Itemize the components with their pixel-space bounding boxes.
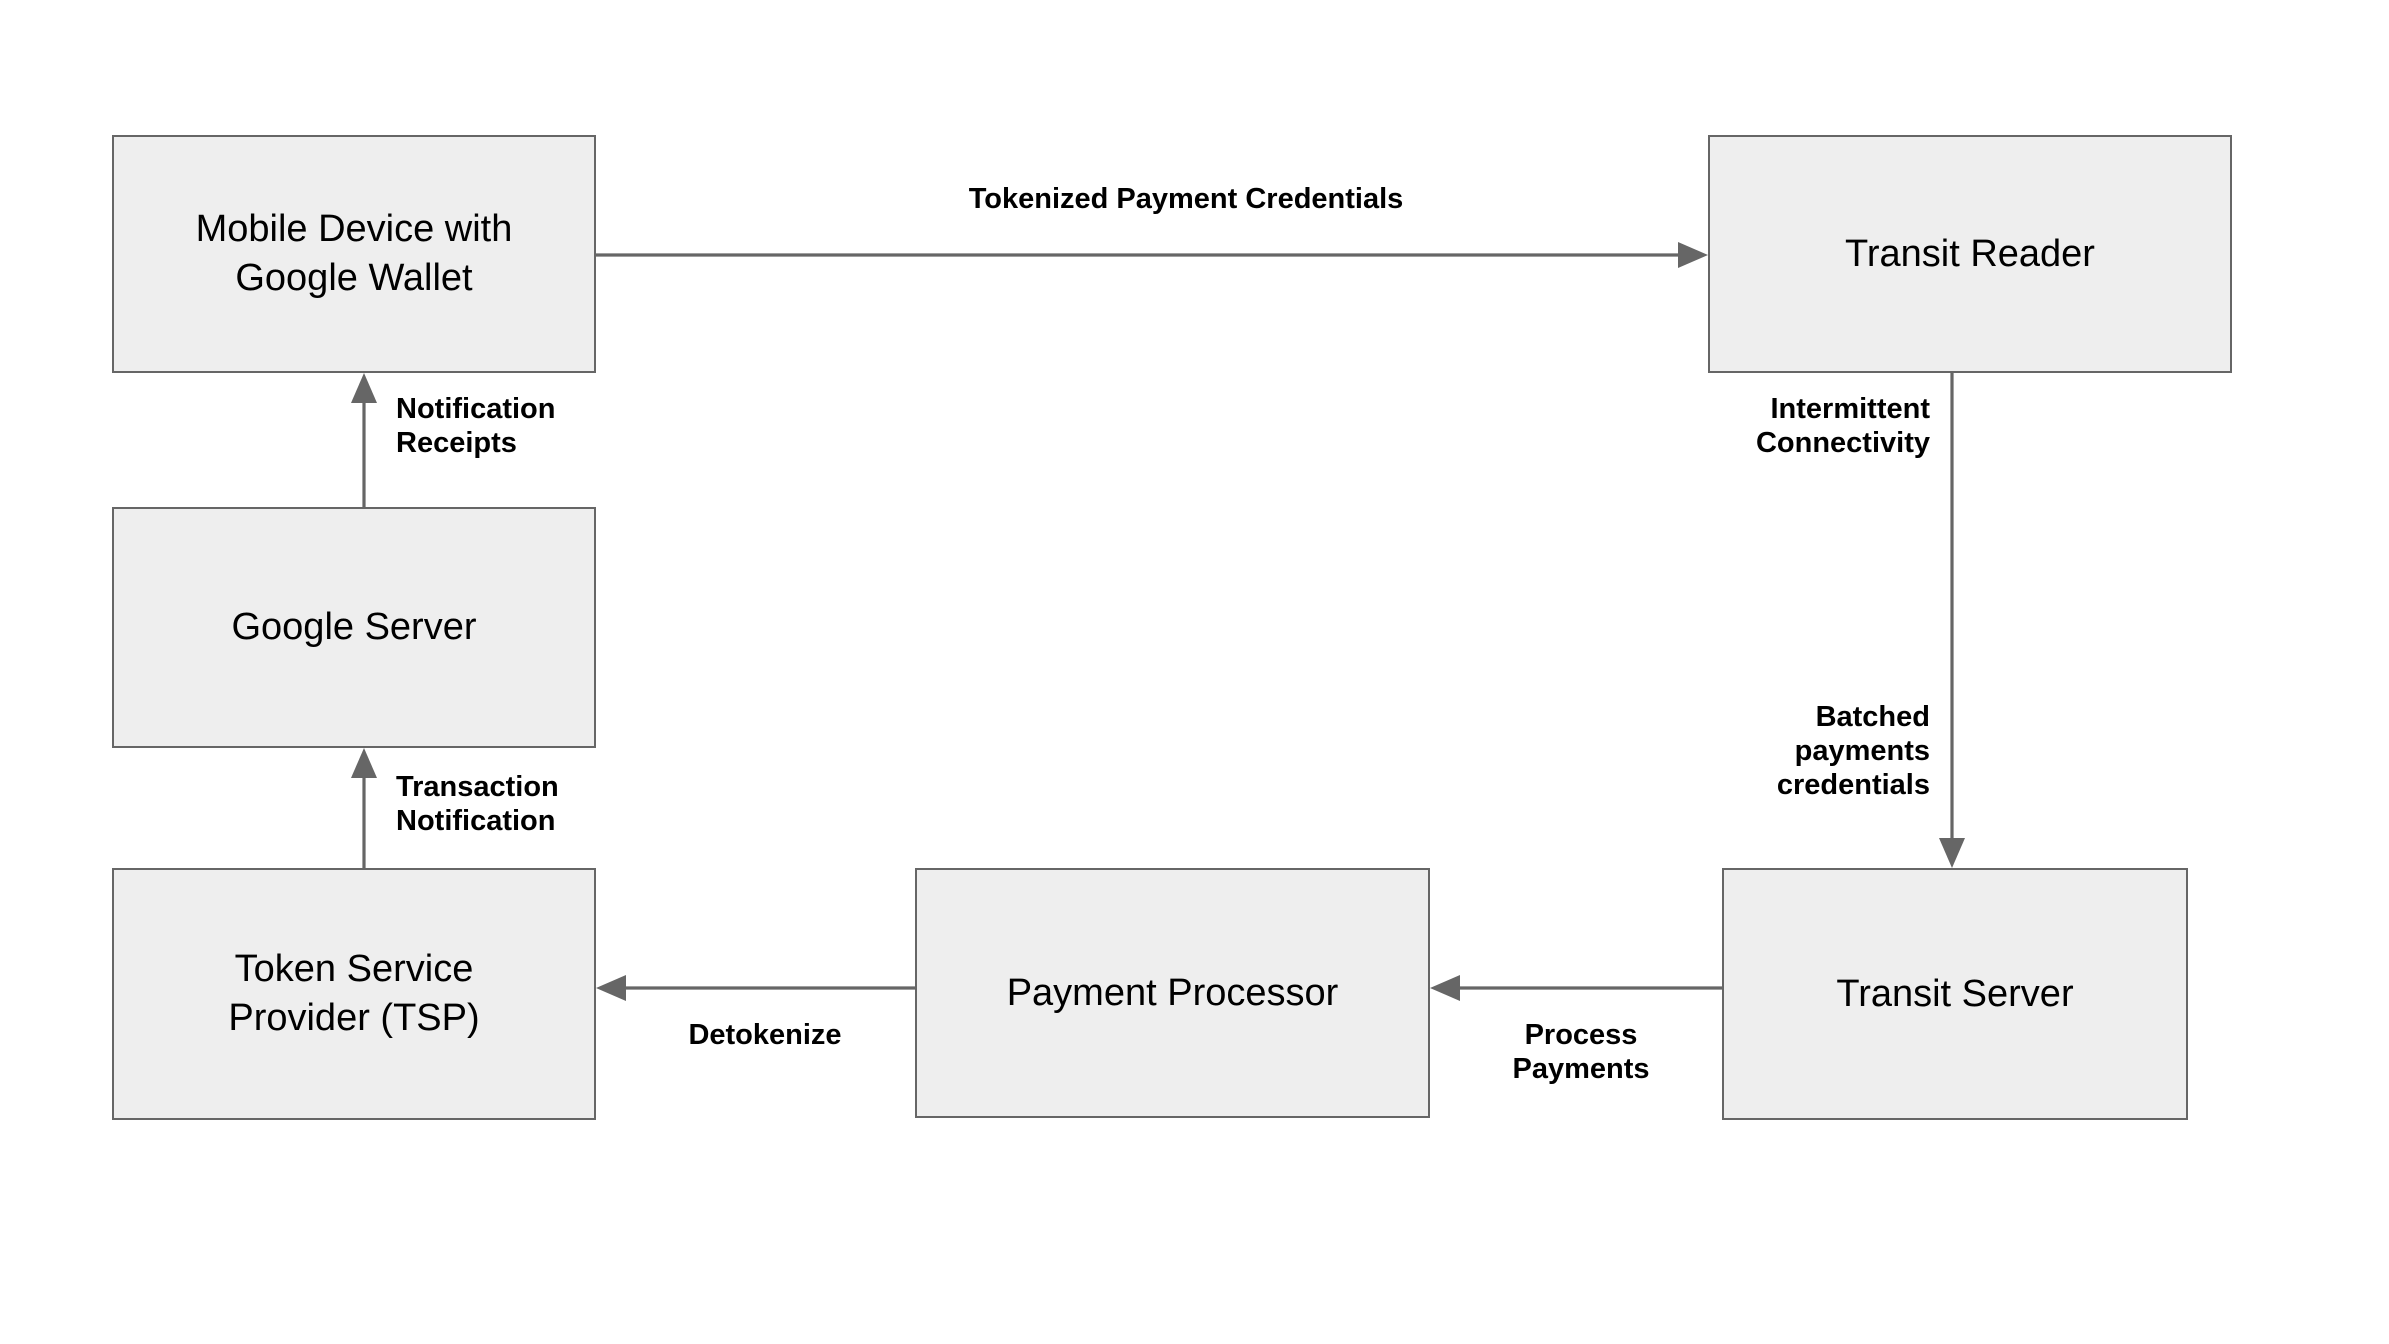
node-transit-server[interactable]: Transit Server [1722,868,2188,1120]
node-token-service-provider[interactable]: Token Service Provider (TSP) [112,868,596,1120]
edge-label-batched-payments-credentials: Batched payments credentials [1776,701,1930,802]
edge-transit-server-to-processor [1430,975,1722,1001]
edge-label-intermittent-connectivity: Intermittent Connectivity [1755,393,1930,460]
edge-label-process-payments: Process Payments [1512,1019,1650,1086]
edge-label-notification-receipts: Notification Receipts [396,393,556,460]
edge-processor-to-tsp [596,975,915,1001]
edge-label-detokenize: Detokenize [688,1019,842,1051]
node-transit-reader[interactable]: Transit Reader [1708,135,2232,373]
node-payment-processor[interactable]: Payment Processor [915,868,1430,1118]
edge-mobile-to-reader [596,242,1708,268]
node-mobile-device[interactable]: Mobile Device with Google Wallet [112,135,596,373]
node-google-server[interactable]: Google Server [112,507,596,748]
edge-label-transaction-notification: Transaction Notification [396,771,559,838]
edge-label-tokenized-payment-credentials: Tokenized Payment Credentials [968,183,1404,215]
edge-tsp-to-google-server [351,748,377,868]
edge-reader-to-transit-server [1939,372,1965,868]
edge-google-server-to-mobile [351,373,377,507]
